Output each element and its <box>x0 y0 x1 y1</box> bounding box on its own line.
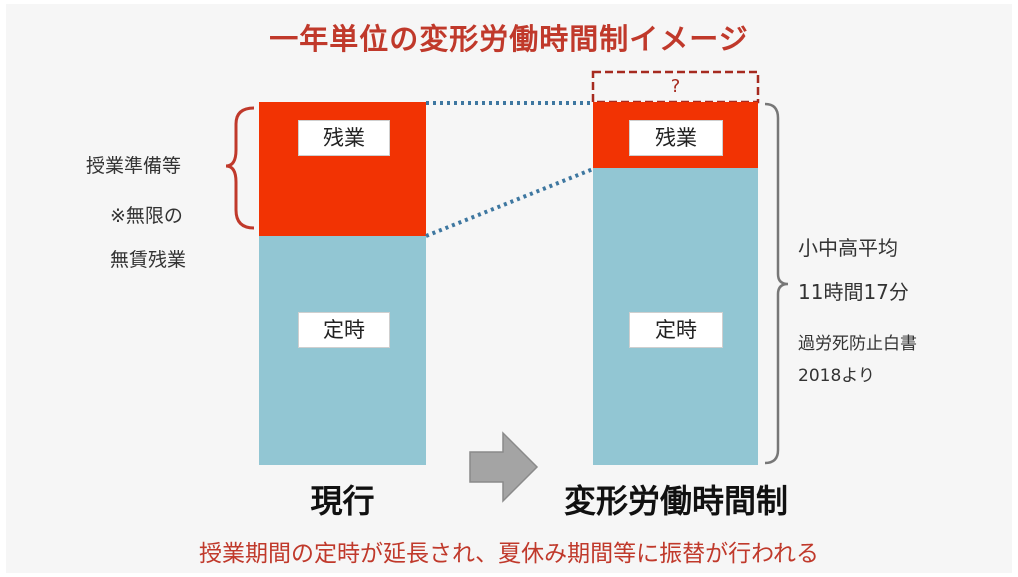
right-arrow-icon <box>469 431 539 503</box>
right-source-line-2: 2018より <box>798 366 875 386</box>
middle-connector-line <box>425 167 594 238</box>
right-bracket <box>764 102 789 465</box>
bottom-caption: 授業期間の定時が延長され、夏休み期間等に振替が行われる <box>198 541 820 567</box>
left-regular-block <box>259 236 426 465</box>
unknown-overtime-label: ? <box>670 76 681 97</box>
left-note-line-1: 授業準備等 <box>86 155 182 177</box>
right-note-line-1: 小中高平均 <box>798 236 898 260</box>
right-source-line-1: 過労死防止白書 <box>798 334 917 354</box>
right-overtime-label: 残業 <box>629 120 723 156</box>
left-bracket <box>225 106 255 230</box>
right-regular-label: 定時 <box>629 312 723 348</box>
left-note-line-2: ※無限の <box>110 205 183 227</box>
diagram-title: 一年単位の変形労働時間制イメージ <box>269 22 749 56</box>
right-bar-caption: 変形労働時間制 <box>563 482 788 520</box>
left-overtime-label: 残業 <box>298 120 390 156</box>
left-bar-caption: 現行 <box>310 482 375 520</box>
left-note-line-3: 無賃残業 <box>110 249 187 271</box>
left-regular-label: 定時 <box>298 312 390 348</box>
right-note-line-2: 11時間17分 <box>798 280 909 304</box>
